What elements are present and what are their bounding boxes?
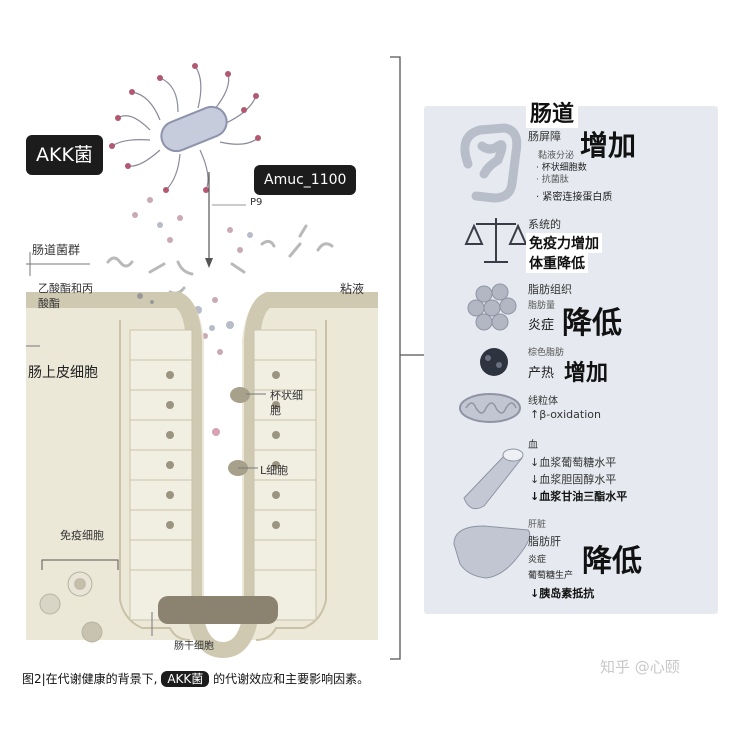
barrier-item-2: · 杯状细胞数 [536,163,587,173]
immunity-increase: 免疫力增加 [526,233,602,253]
amuc-badge: Amuc_1100 [254,165,357,195]
barrier-item-1: 黏液分泌 [538,151,575,161]
barrier-item-4: · 紧密连接蛋白质 [536,192,613,203]
organ-icons [453,123,531,579]
caption-badge: AKK菌 [161,671,210,687]
scale-icon [464,218,528,263]
fatty-liver-label: 脂肪肝 [528,535,561,548]
adipose-label: 脂肪组织 [528,283,572,296]
gluconeogenesis: 葡萄糖生产 [528,571,574,581]
mitochondria-icon [459,393,521,423]
stem-cell-label: 肠干细胞 [174,641,214,652]
bracket [390,56,424,660]
adipose-decrease: 降低 [562,306,622,341]
liver-inflammation: 炎症 [528,555,547,565]
l-cell-label: L细胞 [260,464,289,477]
watermark: 知乎 @心颐 [600,658,680,676]
figure-caption: 图2|在代谢健康的背景下, AKK菌 的代谢效应和主要影响因素。 [22,670,369,687]
brown-fat-label: 棕色脂肪 [528,348,565,358]
gut-header: 肠道 [526,96,579,128]
caption-prefix: 图2|在代谢健康的背景下, [22,672,158,686]
epithelial-label: 肠上皮细胞 [28,365,98,381]
liver-icon [453,525,531,579]
mito-label: 线粒体 [528,396,558,407]
adipose-inflammation: 炎症 [528,318,555,333]
intestine-diagram [26,63,378,659]
brown-fat-icon [480,348,508,376]
systemic-label: 系统的 [528,218,561,231]
blood-glucose: ↓血浆葡萄糖水平 [530,456,617,469]
blood-label: 血 [528,440,538,451]
blood-cholesterol: ↓血浆胆固醇水平 [530,473,617,486]
liver-label: 肝脏 [528,520,547,530]
adipose-icon [467,283,517,331]
beta-oxidation: ↑β-oxidation [530,408,601,421]
blood-triglyceride: ↓血浆甘油三酯水平 [530,490,628,503]
weight-decrease: 体重降低 [526,253,588,273]
immune-cell-label: 免疫细胞 [60,529,104,542]
p9-label: P9 [250,197,263,208]
gut-flora-label: 肠道菌群 [32,243,81,257]
bacterium-icon [109,63,261,193]
scfa-label-1: 乙酸酯和丙 [38,282,93,295]
thermogenesis-label: 产热 [528,366,555,381]
scfa-label-2: 酸酯 [38,297,60,310]
akk-badge: AKK菌 [26,135,103,175]
liver-decrease: 降低 [582,544,642,579]
fat-amount-label: 脂肪量 [528,301,556,311]
blood-vessel-icon [463,448,524,510]
thermo-increase: 增加 [564,361,609,386]
barrier-label: 肠屏障 [528,130,561,143]
stem-cell-zone [158,596,278,624]
caption-suffix: 的代谢效应和主要影响因素。 [213,672,370,686]
goblet-label-1: 杯状细 [270,389,303,402]
gut-increase: 增加 [580,129,637,162]
insulin-resistance: ↓胰岛素抵抗 [530,587,595,600]
mucus-label: 粘液 [340,282,365,296]
barrier-item-3: · 抗菌肽 [536,175,569,185]
intestine-icon [460,123,522,203]
goblet-label-2: 胞 [270,404,281,417]
